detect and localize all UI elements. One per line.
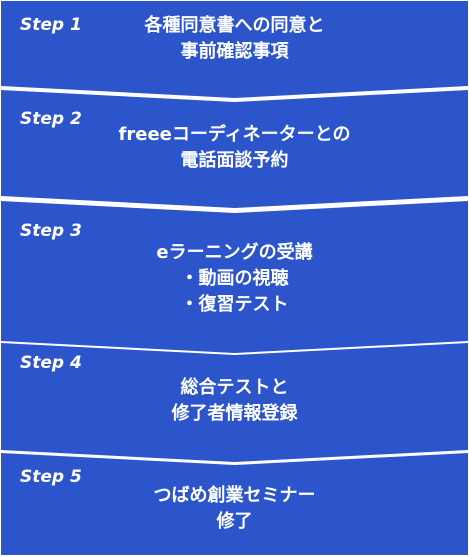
step-4-text: 総合テストと 修了者情報登録: [1, 375, 468, 427]
step-3-line-2: ・動画の視聴: [180, 268, 289, 289]
step-5-line-1: つばめ創業セミナー: [153, 485, 316, 506]
step-5-line-2: 修了: [216, 511, 253, 532]
step-5-box: Step 5 つばめ創業セミナー 修了: [1, 453, 468, 555]
step-2-box: Step 2 freeeコーディネーターとの 電話面談予約: [1, 90, 468, 208]
step-1-line-1: 各種同意書への同意と: [144, 15, 325, 36]
step-1-box: Step 1 各種同意書への同意と 事前確認事項: [1, 1, 468, 98]
step-4-label: Step 4: [20, 353, 82, 373]
step-5-label: Step 5: [20, 467, 82, 487]
step-4-box: Step 4 総合テストと 修了者情報登録: [1, 343, 468, 462]
step-2-line-1: freeeコーディネーターとの: [118, 124, 351, 145]
step-2-line-2: 電話面談予約: [180, 150, 289, 171]
step-3-text: eラーニングの受講 ・動画の視聴 ・復習テスト: [1, 240, 468, 318]
step-3-line-3: ・復習テスト: [180, 294, 289, 315]
step-3-box: Step 3 eラーニングの受講 ・動画の視聴 ・復習テスト: [1, 201, 468, 353]
step-1-text: 各種同意書への同意と 事前確認事項: [1, 13, 468, 65]
step-3-label: Step 3: [20, 221, 82, 241]
step-2-text: freeeコーディネーターとの 電話面談予約: [1, 122, 468, 174]
step-5-text: つばめ創業セミナー 修了: [1, 483, 468, 535]
step-4-line-2: 修了者情報登録: [171, 403, 298, 424]
step-4-line-1: 総合テストと: [180, 377, 289, 398]
step-2-label: Step 2: [20, 109, 82, 129]
step-3-line-1: eラーニングの受講: [156, 242, 313, 263]
step-1-label: Step 1: [20, 15, 82, 35]
step-1-line-2: 事前確認事項: [180, 41, 289, 62]
